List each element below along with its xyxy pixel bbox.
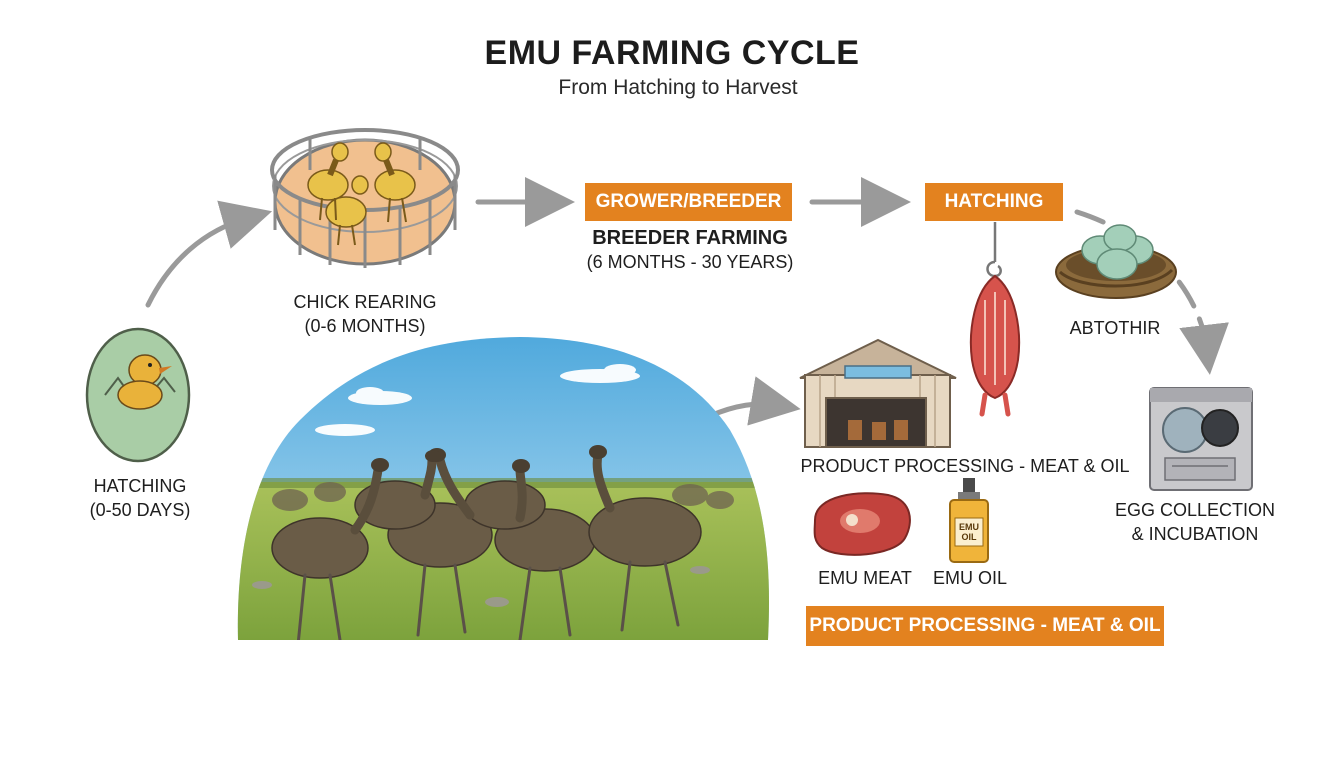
chick-pen-illustration: [270, 128, 460, 268]
egg-collection-label: EGG COLLECTION & INCUBATION: [1110, 498, 1280, 546]
processing-label: PRODUCT PROCESSING - MEAT & OIL: [800, 456, 1130, 476]
breeder-farming-label: BREEDER FARMING (6 MONTHS - 30 YEARS): [560, 226, 820, 274]
hatching-box: HATCHING: [925, 183, 1063, 221]
chick-rearing-title: CHICK REARING: [293, 292, 437, 312]
diagram-subtitle: From Hatching to Harvest: [558, 76, 798, 99]
meat-carcass-illustration: [969, 222, 1021, 417]
nest-label: ABTOTHIR: [1069, 318, 1161, 338]
chick-rearing-label: CHICK REARING (0-6 MONTHS): [270, 290, 460, 338]
emu-meat-label: EMU MEAT: [818, 568, 912, 588]
arrow-egg-to-chicks: [145, 200, 273, 308]
arrow-flock-to-processing: [707, 376, 801, 426]
emu-oil-bottle-illustration: [949, 478, 989, 563]
hatching-egg-illustration: [85, 327, 191, 463]
breeder-farming-duration: (6 MONTHS - 30 YEARS): [586, 252, 794, 272]
emu-meat-illustration: [813, 492, 911, 556]
emu-flock-scene: [237, 337, 770, 640]
emu-oil-label: EMU OIL: [932, 568, 1007, 588]
processing-barn-illustration: [799, 338, 957, 448]
product-processing-box: PRODUCT PROCESSING - MEAT & OIL: [806, 606, 1164, 646]
grower-breeder-box: GROWER/BREEDER: [585, 183, 792, 221]
oil-bottle-text: EMU OIL: [959, 522, 979, 542]
incubator-illustration: [1149, 387, 1253, 491]
diagram-title: EMU FARMING CYCLE: [484, 34, 860, 72]
hatching-stage-title: HATCHING: [93, 476, 187, 496]
egg-collection-title: EGG COLLECTION: [1114, 500, 1276, 520]
hatching-stage-duration: (0-50 DAYS): [89, 500, 191, 520]
egg-collection-subtitle: & INCUBATION: [1131, 524, 1259, 544]
breeder-farming-title: BREEDER FARMING: [592, 227, 788, 249]
hatching-stage-label: HATCHING (0-50 DAYS): [60, 474, 220, 522]
nest-illustration: [1055, 224, 1177, 299]
chick-rearing-duration: (0-6 MONTHS): [304, 316, 426, 336]
